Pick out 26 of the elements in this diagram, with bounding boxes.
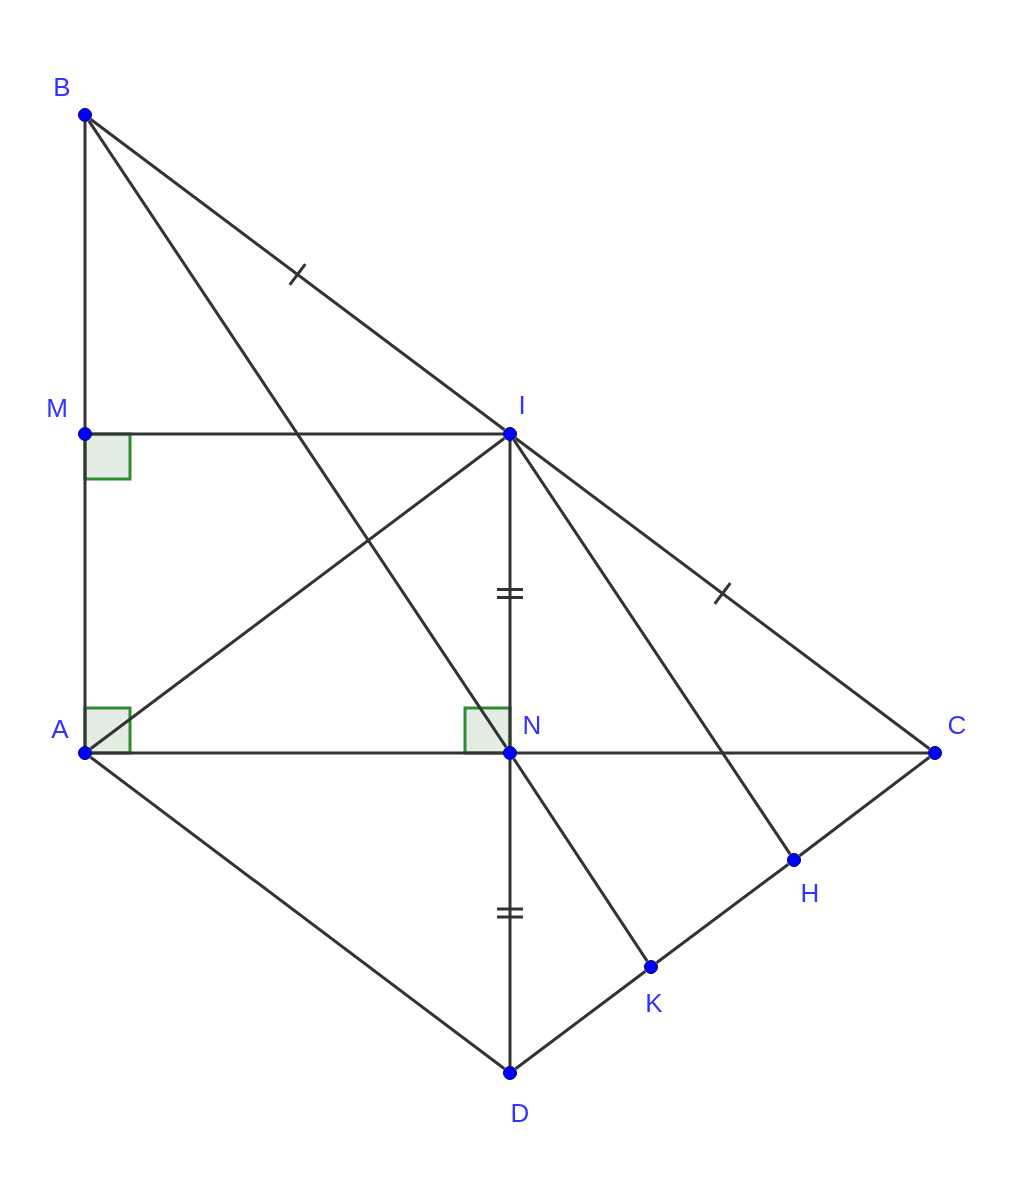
point-label: D [509, 1098, 531, 1128]
line-segment [92, 432, 503, 436]
point-label: K [644, 988, 664, 1018]
point-label: I [517, 390, 527, 420]
line-segment [92, 751, 503, 755]
point-label: A [50, 714, 70, 744]
point-label: C [946, 710, 968, 740]
line-segment [89, 118, 506, 431]
line-segment [514, 437, 931, 750]
line-segment [83, 122, 87, 427]
line-segment [514, 970, 647, 1070]
point-label: M [46, 393, 68, 423]
line-segment [83, 441, 87, 746]
point-label: N [521, 710, 543, 740]
point-label: H [799, 878, 821, 908]
line-segment [512, 758, 649, 962]
point-label: B [52, 72, 72, 102]
line-segment [655, 863, 790, 964]
line-segment [508, 760, 512, 1066]
line-segment [89, 756, 506, 1070]
line-segment [87, 120, 508, 748]
line-segment [508, 441, 512, 746]
line-segment [798, 756, 931, 857]
line-segment [517, 751, 928, 755]
line-segment [89, 437, 506, 750]
line-segment [512, 439, 792, 855]
